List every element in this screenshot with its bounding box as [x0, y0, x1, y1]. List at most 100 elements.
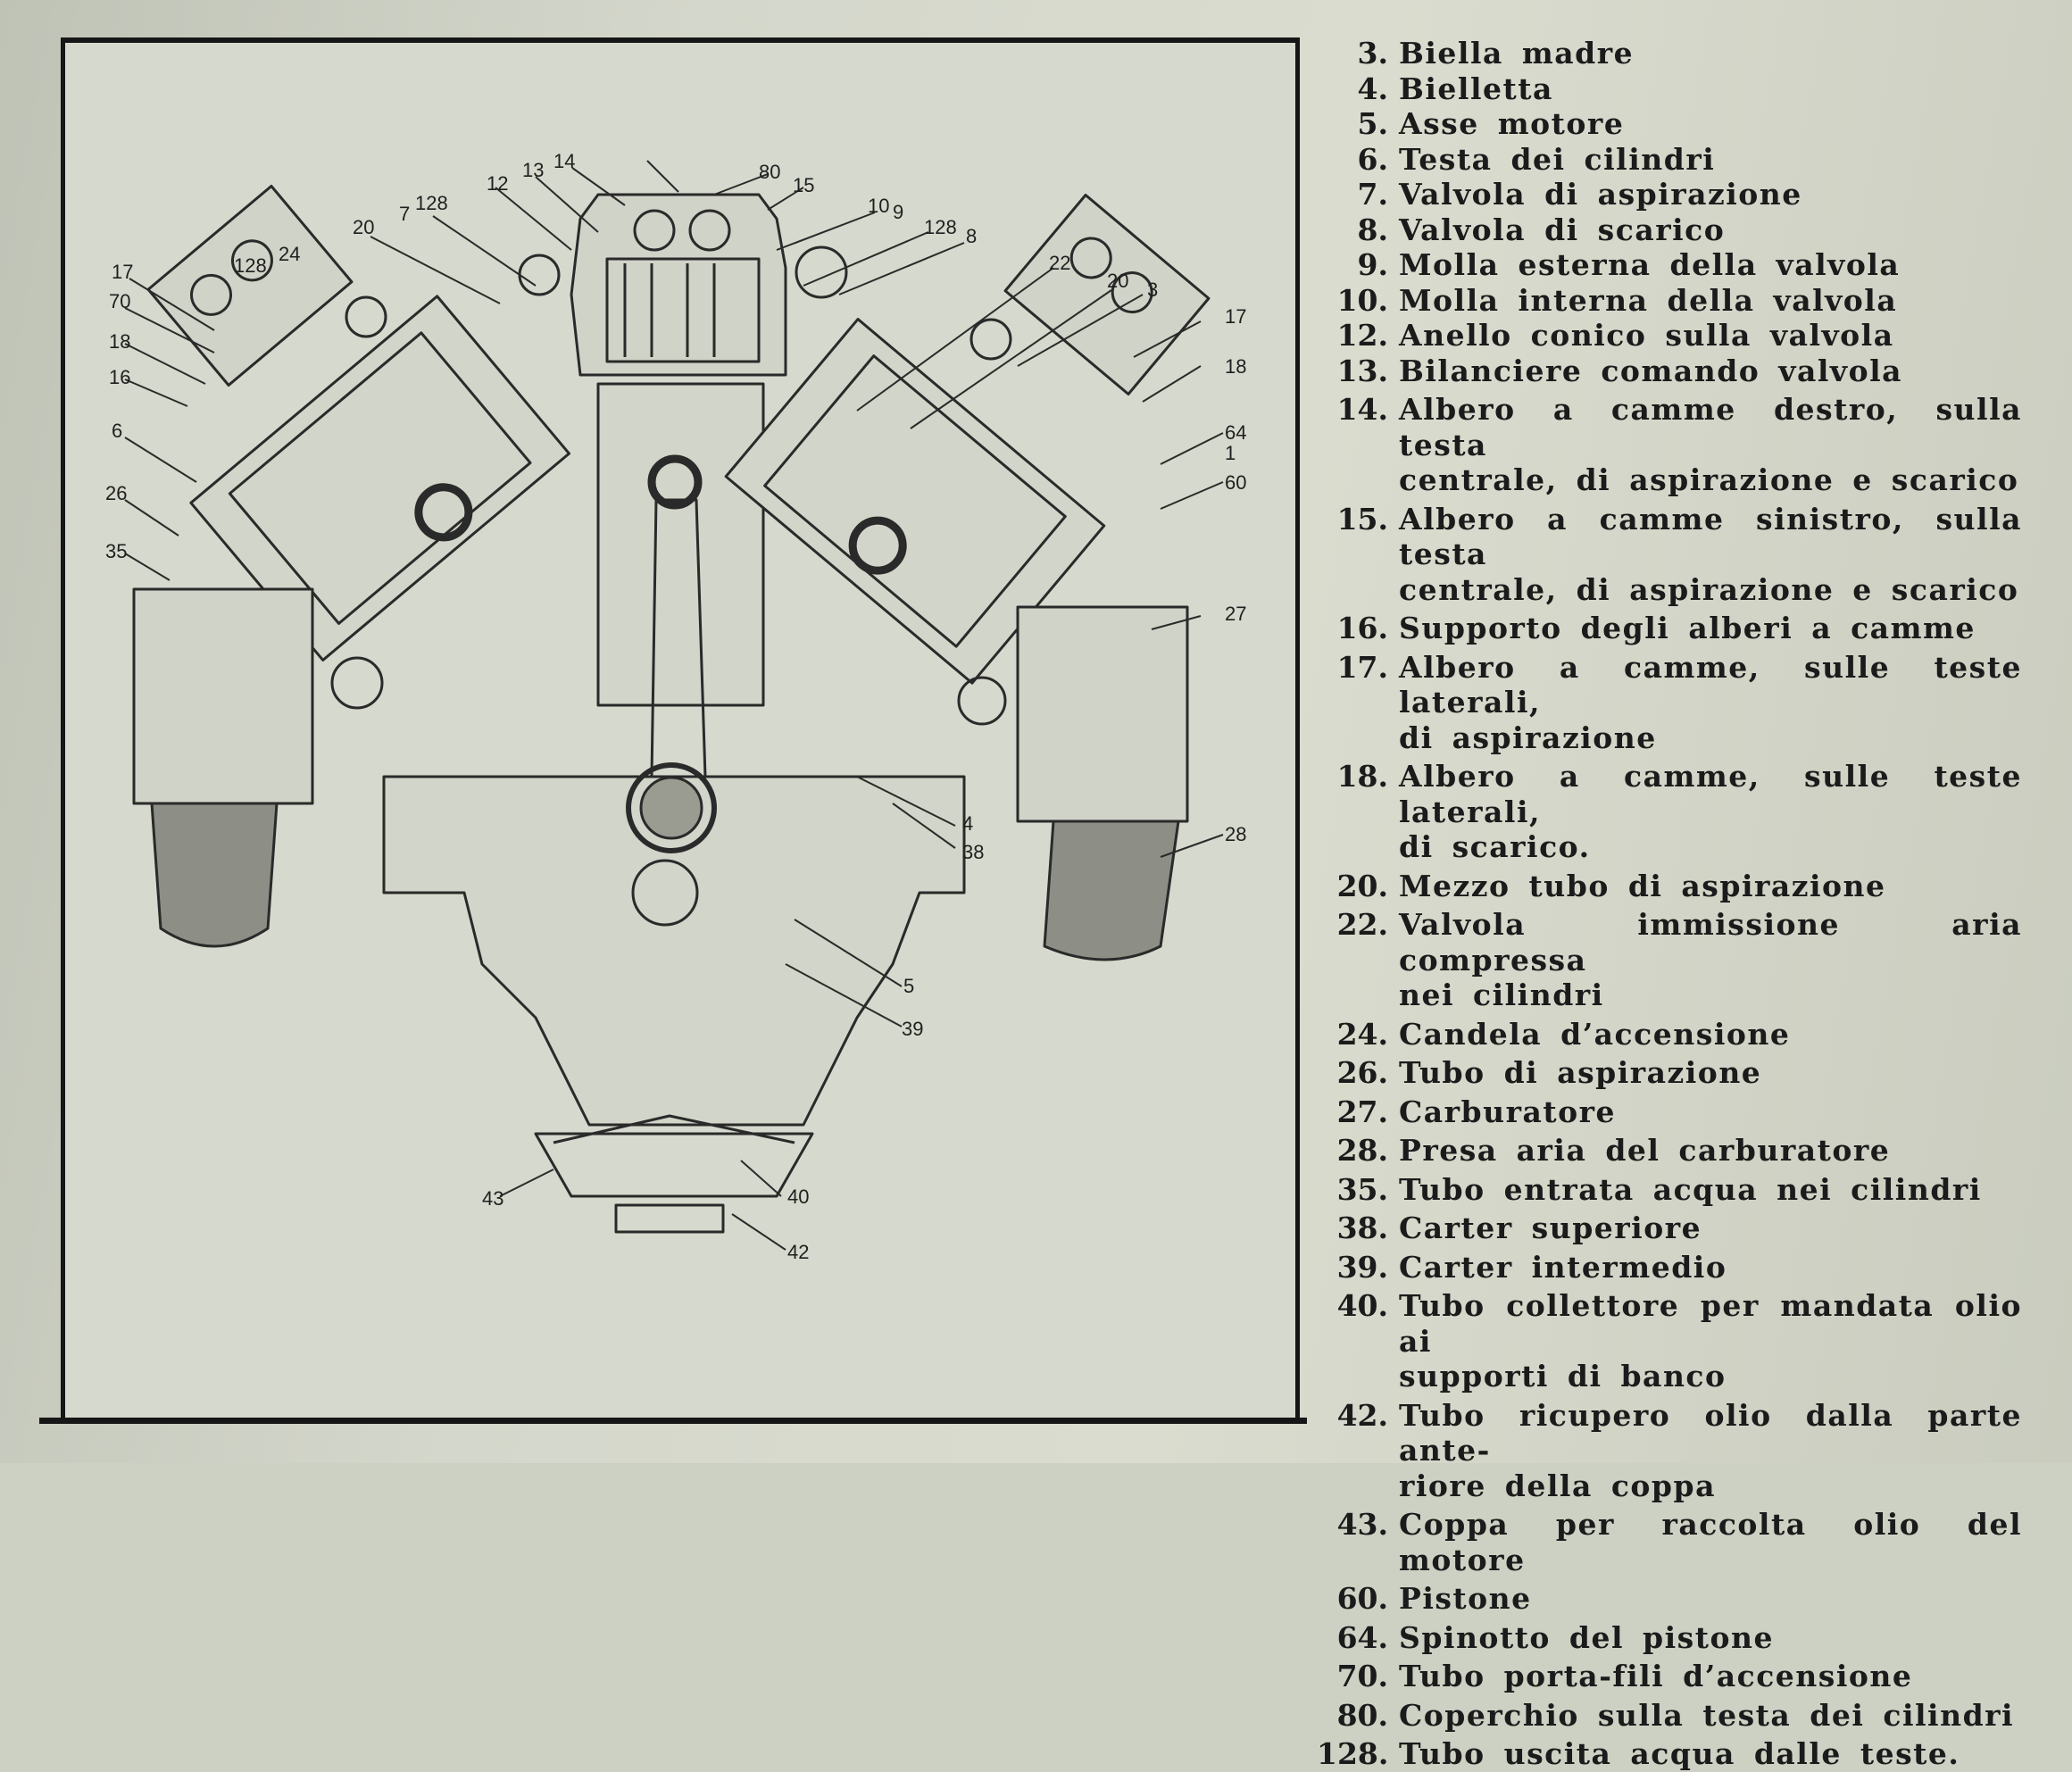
air-intake-right: [1043, 819, 1180, 961]
callout-label: 24: [279, 243, 300, 265]
legend-item: 60. Pistone: [1317, 1581, 2022, 1617]
legend-number: 6.: [1357, 141, 1388, 177]
callout-label: 18: [1225, 355, 1246, 378]
legend-number: 39.: [1336, 1249, 1388, 1285]
callout-label: 43: [482, 1187, 503, 1210]
legend-indent: [1317, 462, 1399, 498]
legend-text: Albero a camme, sulle teste laterali,: [1399, 649, 2022, 720]
legend-text: Testa dei cilindri: [1399, 141, 1716, 177]
legend-indent: [1317, 1468, 1399, 1504]
air-intake-left: [150, 802, 279, 948]
legend-number: 13.: [1336, 353, 1388, 388]
legend-text: Candela d’accensione: [1399, 1016, 1791, 1052]
legend-number: 15.: [1336, 501, 1388, 537]
legend-number: 9.: [1357, 247, 1388, 282]
legend-text: di aspirazione: [1399, 720, 1657, 755]
oil-sump: [534, 1132, 814, 1198]
callout-label: 5: [903, 975, 914, 997]
legend-number: 10.: [1336, 282, 1388, 318]
legend-text: Anello conico sulla valvola: [1399, 318, 1894, 353]
legend-text: Albero a camme destro, sulla testa: [1399, 392, 2022, 462]
legend-text: Mezzo tubo di aspirazione: [1399, 868, 1886, 903]
legend-number: 7.: [1357, 177, 1388, 212]
legend-item: 6. Testa dei cilindri: [1317, 142, 2022, 178]
bottom-rule: [39, 1418, 1307, 1424]
legend-number: 80.: [1336, 1697, 1388, 1733]
callout-label: 42: [787, 1241, 809, 1263]
callout-label: 128: [415, 192, 448, 214]
callout-label: 13: [522, 159, 544, 181]
engine-diagram: 17 70 18 16 6 26 35 128 24 20 7 128 12 1…: [105, 150, 1246, 1263]
legend-number: 8.: [1357, 212, 1388, 247]
legend-text: Molla esterna della valvola: [1399, 247, 1901, 282]
legend-text: Tubo entrata acqua nei cilindri: [1399, 1171, 1982, 1207]
legend-number: 22.: [1336, 907, 1388, 942]
legend-number: 16.: [1336, 611, 1388, 645]
top-cover: [570, 193, 787, 377]
legend-number: 38.: [1336, 1210, 1388, 1245]
legend-number: 35.: [1336, 1171, 1388, 1207]
legend-item: 18.Albero a camme, sulle teste laterali,: [1317, 759, 2022, 829]
legend-text: Biella madre: [1399, 36, 1635, 71]
legend-number: 17.: [1336, 649, 1388, 685]
legend-item: 42. Tubo ricupero olio dalla parte ante-: [1317, 1398, 2022, 1468]
legend-item: 26.Tubo di aspirazione: [1317, 1055, 2022, 1091]
legend-item: 80.Coperchio sulla testa dei cilindri: [1317, 1698, 2022, 1734]
legend-item: 13. Bilanciere comando valvola: [1317, 354, 2022, 389]
legend-text: centrale, di aspirazione e scarico: [1399, 571, 2019, 607]
callout-label: 20: [353, 216, 374, 238]
legend-text: Asse motore: [1399, 106, 1625, 141]
callout-label: 60: [1225, 471, 1246, 494]
legend-number: 128.: [1317, 1736, 1389, 1771]
legend-number: 4.: [1357, 71, 1388, 106]
legend-item: 70.Tubo porta-fili d’accensione: [1317, 1659, 2022, 1694]
legend-text: Tubo uscita acqua dalle teste.: [1399, 1736, 1960, 1771]
legend-item: 39.Carter intermedio: [1317, 1250, 2022, 1285]
legend-number: 40.: [1336, 1288, 1388, 1323]
left-cylinder-bank: [189, 295, 570, 661]
callout-label: 17: [1225, 305, 1246, 328]
legend-text: Albero a camme, sulle teste laterali,: [1399, 759, 2022, 829]
legend-number: 5.: [1357, 106, 1388, 141]
legend-item: 14.Albero a camme destro, sulla testa: [1317, 392, 2022, 462]
callout-label: 80: [759, 161, 780, 183]
legend-text: Tubo collettore per mandata olio ai: [1399, 1288, 2022, 1359]
central-cylinder: [596, 382, 765, 707]
callout-label: 40: [787, 1185, 809, 1208]
callout-label: 18: [109, 330, 130, 353]
legend-number: 60.: [1336, 1581, 1388, 1616]
legend-item: 15.Albero a camme sinistro, sulla testa: [1317, 502, 2022, 572]
legend-text: Tubo ricupero olio dalla parte ante-: [1399, 1397, 2022, 1468]
legend-indent: [1317, 829, 1399, 865]
callout-label: 70: [109, 290, 130, 312]
legend-item: 20.Mezzo tubo di aspirazione: [1317, 869, 2022, 904]
legend-text: di scarico.: [1399, 829, 1591, 864]
legend-text: Spinotto del pistone: [1399, 1619, 1774, 1655]
callout-label: 10: [868, 195, 889, 217]
legend-item: 40. Tubo collettore per mandata olio ai: [1317, 1288, 2022, 1359]
legend-number: 27.: [1336, 1094, 1388, 1129]
legend-item-continuation: nei cilindri: [1317, 978, 2022, 1013]
legend-text: Pistone: [1399, 1581, 1532, 1616]
legend-item: 35. Tubo entrata acqua nei cilindri: [1317, 1172, 2022, 1208]
legend-item: 12.Anello conico sulla valvola: [1317, 318, 2022, 354]
legend-text: Valvola di scarico: [1399, 212, 1726, 247]
legend-indent: [1317, 572, 1399, 608]
legend-item: 27. Carburatore: [1317, 1094, 2022, 1130]
legend-text: Tubo porta-fili d’accensione: [1399, 1659, 1913, 1693]
legend-item: 5. Asse motore: [1317, 106, 2022, 142]
legend-text: Valvola di aspirazione: [1399, 177, 1802, 212]
legend-text: Bilanciere comando valvola: [1399, 353, 1903, 388]
callout-label: 128: [234, 254, 267, 277]
legend-item: 3.Biella madre: [1317, 36, 2022, 71]
legend-item: 17. Albero a camme, sulle teste laterali,: [1317, 650, 2022, 720]
legend-indent: [1317, 720, 1399, 756]
callout-label: 9: [893, 201, 903, 223]
legend-item: 22.Valvola immissione aria compressa: [1317, 907, 2022, 978]
legend-number: 43.: [1336, 1507, 1388, 1542]
legend-text: Carburatore: [1399, 1094, 1617, 1129]
callout-label: 39: [902, 1018, 923, 1040]
legend-number: 26.: [1336, 1055, 1388, 1090]
legend-number: 42.: [1336, 1397, 1388, 1433]
